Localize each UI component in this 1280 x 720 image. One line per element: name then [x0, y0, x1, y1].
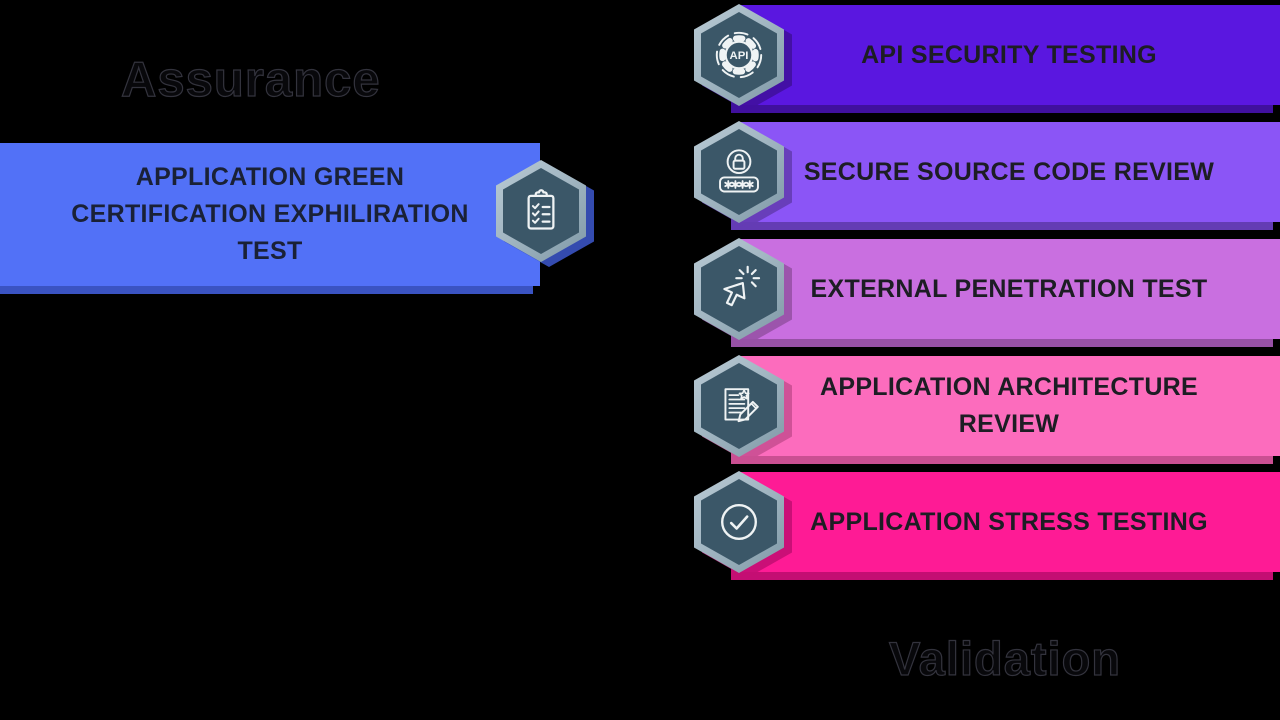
hexagon-face	[503, 168, 579, 254]
banner-label: APPLICATION STRESS TESTING	[810, 507, 1208, 536]
banner-face: APPLICATION GREEN CERTIFICATION EXPHILIR…	[0, 143, 540, 286]
banner-label: EXTERNAL PENETRATION TEST	[810, 274, 1208, 303]
hexagon-face	[701, 363, 777, 449]
banner-face: APPLICATION ARCHITECTURE REVIEW	[738, 356, 1280, 456]
clipboard-badge	[496, 160, 594, 267]
assurance-banner: APPLICATION GREEN CERTIFICATION EXPHILIR…	[0, 143, 540, 294]
svg-text:API: API	[730, 50, 749, 62]
document-badge	[694, 355, 792, 462]
banner-face: API SECURITY TESTING	[738, 5, 1280, 105]
service-banner-stress-testing: APPLICATION STRESS TESTING	[731, 472, 1280, 580]
document-review-icon	[694, 355, 784, 457]
service-banner-architecture-review: APPLICATION ARCHITECTURE REVIEW	[731, 356, 1280, 464]
check-badge	[694, 471, 792, 578]
banner-label: APPLICATION ARCHITECTURE REVIEW	[819, 373, 1199, 438]
banner-label: API SECURITY TESTING	[861, 40, 1157, 69]
clipboard-check-icon	[496, 160, 586, 262]
click-badge	[694, 238, 792, 345]
password-lock-icon	[694, 121, 784, 223]
banner-face: SECURE SOURCE CODE REVIEW	[738, 122, 1280, 222]
service-banner-penetration-test: EXTERNAL PENETRATION TEST	[731, 239, 1280, 347]
hexagon-face	[701, 246, 777, 332]
banner-face: EXTERNAL PENETRATION TEST	[738, 239, 1280, 339]
service-banner-source-code-review: SECURE SOURCE CODE REVIEW	[731, 122, 1280, 230]
hexagon-face	[701, 129, 777, 215]
api-badge: API	[694, 4, 792, 111]
click-cursor-icon	[694, 238, 784, 340]
hexagon-face	[701, 12, 777, 98]
check-circle-icon	[694, 471, 784, 573]
banner-face: APPLICATION STRESS TESTING	[738, 472, 1280, 572]
service-banner-api-security: API SECURITY TESTING	[731, 5, 1280, 113]
banner-label: SECURE SOURCE CODE REVIEW	[803, 157, 1215, 186]
banner-label: APPLICATION GREEN CERTIFICATION EXPHILIR…	[71, 163, 469, 265]
api-gear-icon: API	[694, 4, 784, 106]
assurance-title: Assurance	[120, 52, 381, 107]
validation-title: Validation	[888, 631, 1121, 685]
password-badge	[694, 121, 792, 228]
